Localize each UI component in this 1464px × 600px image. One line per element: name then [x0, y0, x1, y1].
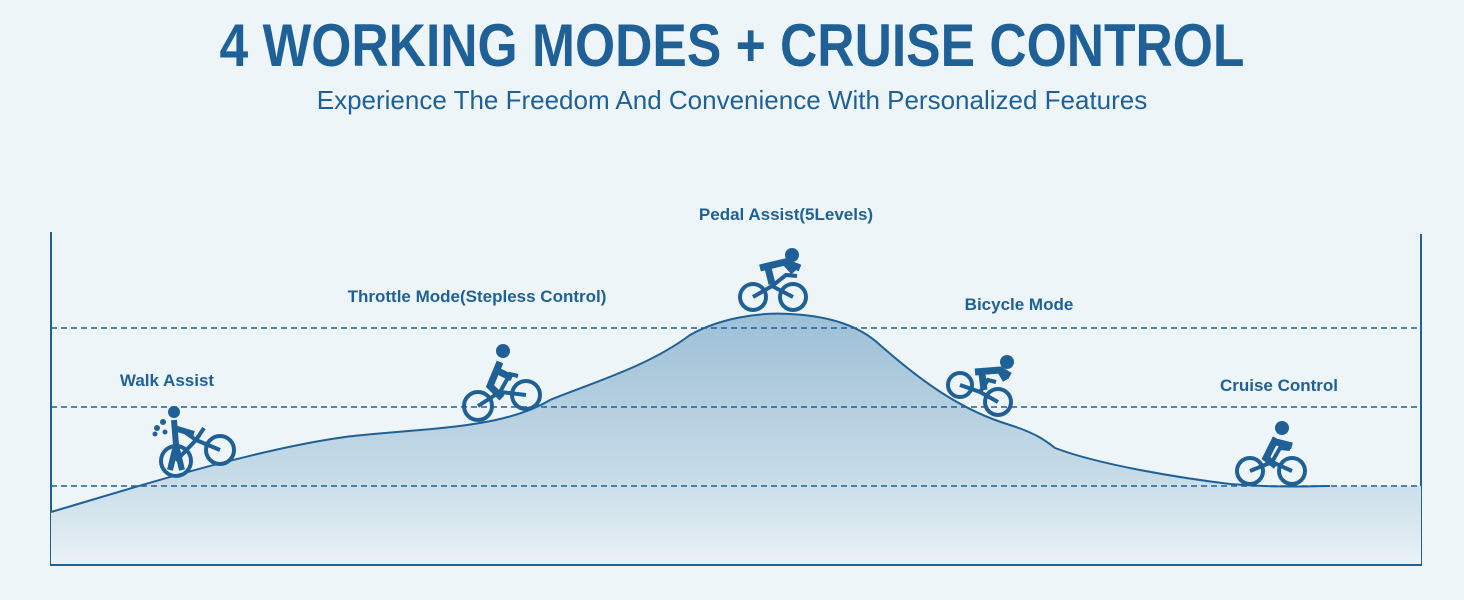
mode-label-throttle: Throttle Mode(Stepless Control) [347, 287, 607, 306]
walking-bike-icon [152, 406, 236, 478]
mode-label-cruise: Cruise Control [1219, 376, 1339, 395]
page-title: 4 WORKING MODES + CRUISE CONTROL [219, 12, 1245, 79]
pedal-rider-icon [738, 248, 808, 312]
page-subtitle: Experience The Freedom And Convenience W… [316, 85, 1148, 115]
mode-label-bicycle: Bicycle Mode [964, 295, 1074, 314]
throttle-rider-icon [462, 344, 542, 422]
hill-area [51, 313, 1421, 565]
mode-label-pedal-assist: Pedal Assist(5Levels) [698, 205, 874, 224]
cruise-rider-icon [1235, 421, 1307, 486]
downhill-rider-icon [946, 355, 1014, 417]
hill-outline [50, 312, 1331, 513]
mode-label-walk-assist: Walk Assist [119, 371, 215, 390]
